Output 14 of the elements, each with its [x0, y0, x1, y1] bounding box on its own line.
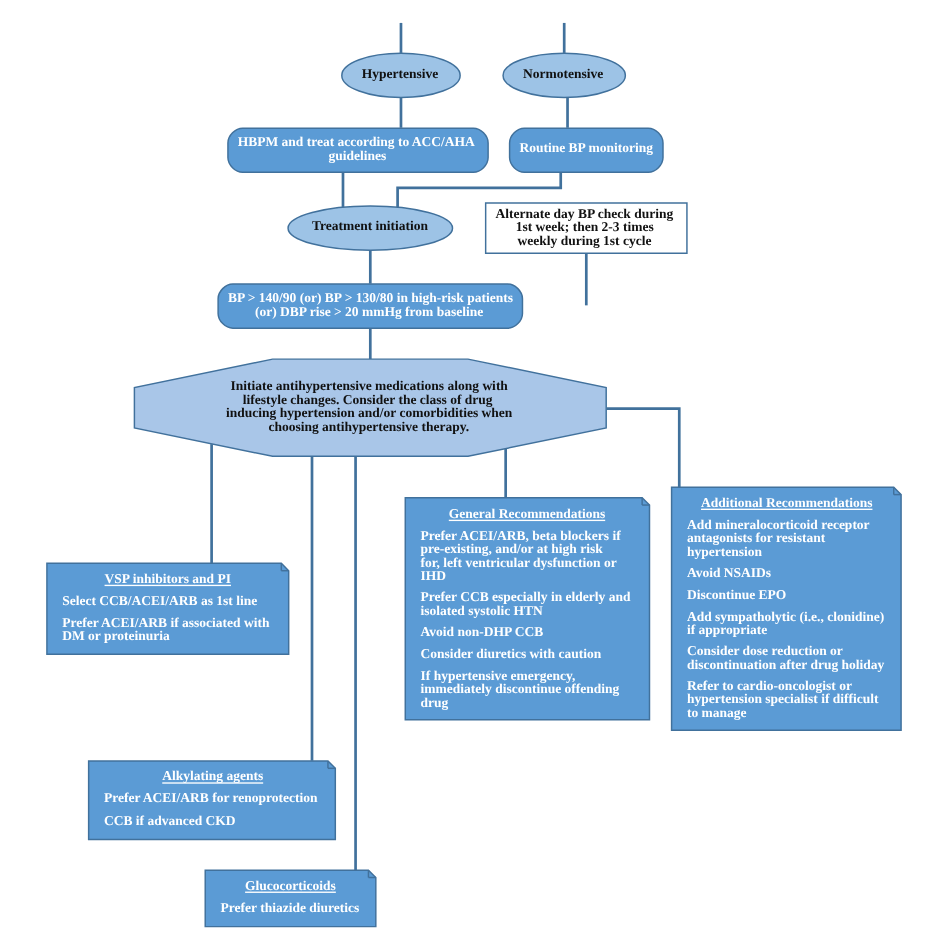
connector: [562, 22, 566, 53]
connector: [399, 97, 403, 128]
connector: [399, 22, 403, 53]
connector: [368, 250, 372, 284]
connector: [210, 444, 213, 564]
connector: [341, 172, 345, 208]
connector: [504, 448, 507, 498]
connector: [566, 97, 569, 128]
connector: [584, 253, 588, 306]
connector: [310, 456, 314, 761]
connector: [368, 328, 372, 360]
connector: [606, 407, 681, 488]
connector: [396, 172, 563, 208]
connector: [354, 456, 357, 870]
